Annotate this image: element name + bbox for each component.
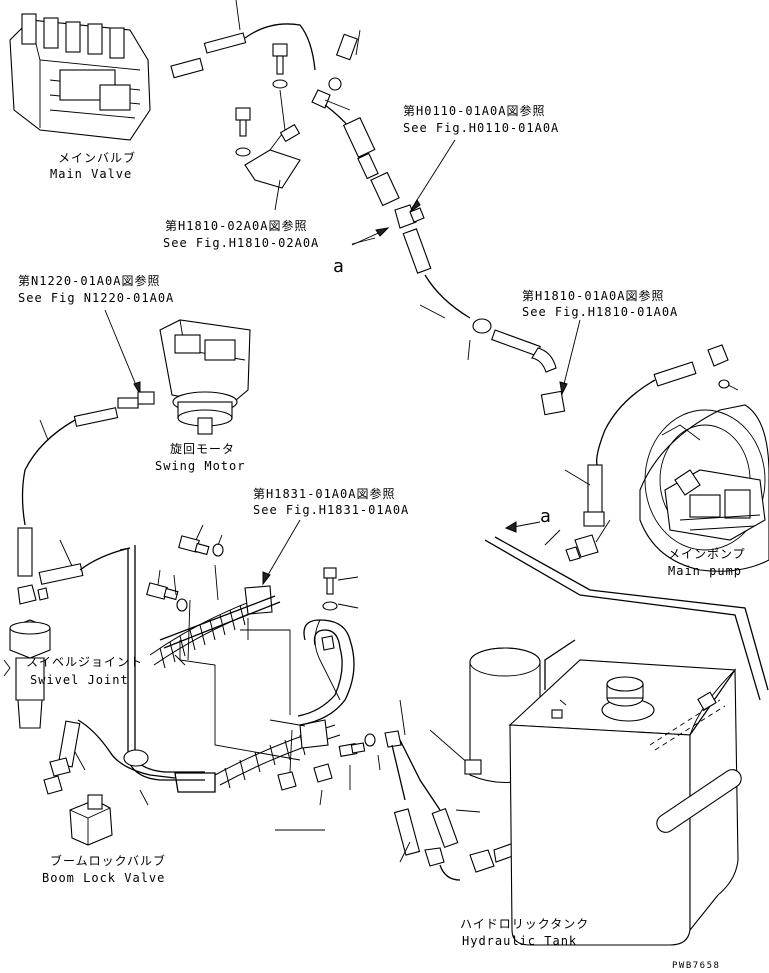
label-ref-h0110: 第H0110-01A0A図参照 See Fig.H0110-01A0A — [403, 103, 559, 135]
ref-n1220-jp: 第N1220-01A0A図参照 — [18, 273, 160, 288]
swivel-pipes — [179, 618, 301, 761]
label-hydraulic-tank: ハイドロリックタンク Hydraulic Tank — [460, 917, 589, 948]
swivel-joint-fittings — [17, 539, 131, 605]
boom-lock-valve — [43, 719, 176, 846]
hydraulic-tank — [464, 639, 742, 946]
boom-lock-jp: ブームロックバルブ — [50, 853, 166, 868]
main-pump-hoses — [544, 344, 739, 562]
ref-h1810-02-jp: 第H1810-02A0A図参照 — [165, 218, 307, 233]
main-valve — [9, 13, 151, 141]
ref-h1810-02-en: See Fig.H1810-02A0A — [163, 236, 319, 250]
ref-n1220-en: See Fig N1220-01A0A — [18, 291, 174, 305]
ref-h1810-01-jp: 第H1810-01A0A図参照 — [522, 288, 664, 303]
main-pump — [639, 404, 769, 572]
marker-a-top: a — [333, 256, 344, 277]
swivel-joint-en: Swivel Joint — [30, 673, 129, 687]
main-pump-jp: メインポンプ — [668, 547, 746, 561]
main-pump-en: Main pump — [668, 564, 742, 578]
lower-hose-clamp — [214, 719, 341, 831]
swivel-joint-jp: スイベルジョイント — [26, 655, 143, 669]
marker-arrows — [351, 237, 541, 533]
bolt-washer-group-1 — [235, 29, 361, 189]
label-swing-motor: 旋回モータ Swing Motor — [155, 442, 245, 473]
label-boom-lock: ブームロックバルブ Boom Lock Valve — [42, 853, 166, 885]
marker-a-right: a — [540, 506, 551, 527]
label-main-pump: メインポンプ Main pump — [668, 547, 746, 578]
boom-lock-en: Boom Lock Valve — [42, 871, 165, 885]
ref-h0110-en: See Fig.H0110-01A0A — [403, 121, 559, 135]
label-ref-h1810-01: 第H1810-01A0A図参照 See Fig.H1810-01A0A — [522, 288, 678, 319]
label-swivel-joint: スイベルジョイント Swivel Joint — [26, 655, 143, 687]
pump-frame-lines — [484, 536, 769, 701]
hyd-tank-jp: ハイドロリックタンク — [460, 917, 589, 931]
main-valve-en: Main Valve — [50, 167, 132, 181]
ref-h1831-jp: 第H1831-01A0A図参照 — [253, 486, 395, 501]
clamp-assembly — [146, 524, 281, 669]
ref-h0110-jp: 第H0110-01A0A図参照 — [403, 103, 545, 118]
label-ref-h1831: 第H1831-01A0A図参照 See Fig.H1831-01A0A — [253, 486, 409, 517]
ref-h1831-en: See Fig.H1831-01A0A — [253, 503, 409, 517]
label-main-valve: メインバルブ Main Valve — [50, 150, 136, 181]
label-ref-h1810-02: 第H1810-02A0A図参照 See Fig.H1810-02A0A — [163, 218, 319, 250]
swing-motor-jp: 旋回モータ — [170, 442, 235, 456]
bolt-washer-group-2 — [297, 567, 406, 790]
ref-h1810-01-en: See Fig.H1810-01A0A — [522, 305, 678, 319]
swivel-joint — [3, 619, 51, 729]
label-ref-n1220: 第N1220-01A0A図参照 See Fig N1220-01A0A — [18, 273, 174, 305]
swing-motor-hose — [17, 391, 155, 577]
main-valve-hose — [170, 0, 316, 79]
swing-motor-en: Swing Motor — [155, 459, 245, 473]
hose-right-down — [311, 89, 566, 416]
main-valve-jp: メインバルブ — [58, 150, 136, 165]
drawing-code: PWB7658 — [672, 961, 720, 971]
hyd-tank-en: Hydraulic Tank — [462, 934, 577, 948]
swing-motor — [159, 319, 251, 435]
